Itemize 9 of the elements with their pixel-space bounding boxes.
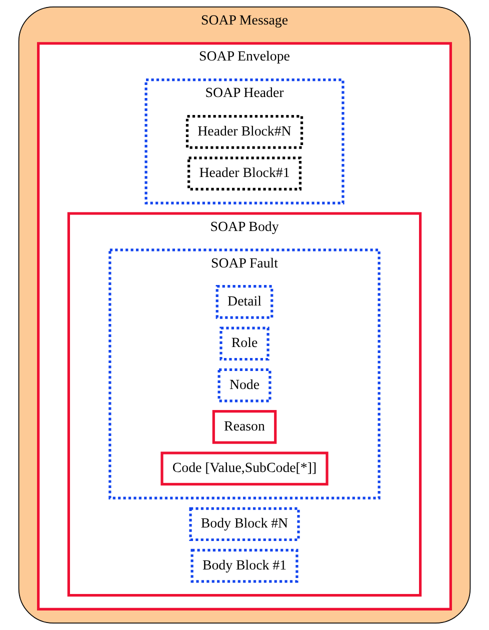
node-box: Node bbox=[218, 368, 272, 402]
node-box: Detail bbox=[216, 285, 274, 319]
node-box: Body Block #N bbox=[189, 507, 300, 542]
node-box: Header Block#N bbox=[186, 114, 304, 149]
node-box: Header Block#1 bbox=[187, 156, 302, 190]
node-box: Body Block #1 bbox=[190, 548, 298, 583]
node-box: Code [Value,SubCode[*]] bbox=[160, 452, 328, 486]
node-box: Role bbox=[220, 326, 270, 361]
node-box: Reason bbox=[212, 410, 277, 444]
